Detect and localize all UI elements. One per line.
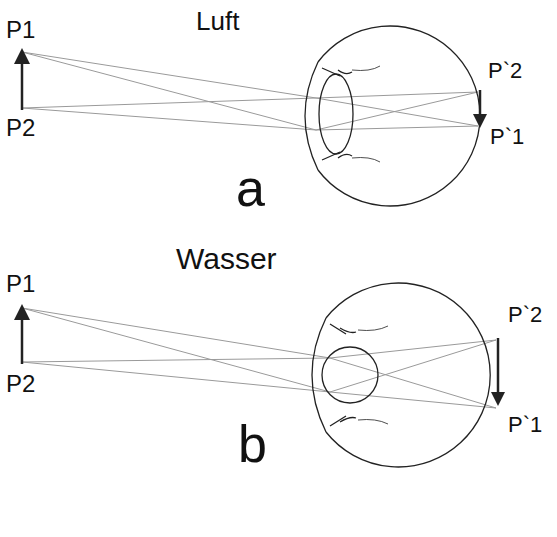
image-point-label: P`2 — [508, 302, 542, 327]
label-holder: P`1 — [508, 414, 542, 436]
point-label: P2 — [6, 114, 35, 141]
point-label: P2 — [6, 370, 35, 397]
label-holder: a — [236, 162, 265, 214]
panel-letter: a — [236, 159, 265, 217]
label-holder: P`2 — [488, 60, 522, 82]
label-holder: Luft — [196, 8, 239, 34]
image-point-label: P`1 — [490, 124, 524, 149]
label-holder: P`1 — [490, 126, 524, 148]
medium-label: Luft — [196, 6, 239, 36]
label-holder: Wasser — [176, 244, 277, 274]
image-point-label: P`1 — [508, 412, 542, 437]
medium-label: Wasser — [176, 242, 277, 275]
panel-letter: b — [238, 415, 267, 473]
label-holder: P1 — [6, 18, 35, 42]
label-holder: b — [238, 418, 267, 470]
point-label: P1 — [6, 270, 35, 297]
label-holder: P`2 — [508, 304, 542, 326]
image-point-label: P`2 — [488, 58, 522, 83]
label-holder: P2 — [6, 116, 35, 140]
label-holder: P2 — [6, 372, 35, 396]
label-holder: P1 — [6, 272, 35, 296]
point-label: P1 — [6, 16, 35, 43]
